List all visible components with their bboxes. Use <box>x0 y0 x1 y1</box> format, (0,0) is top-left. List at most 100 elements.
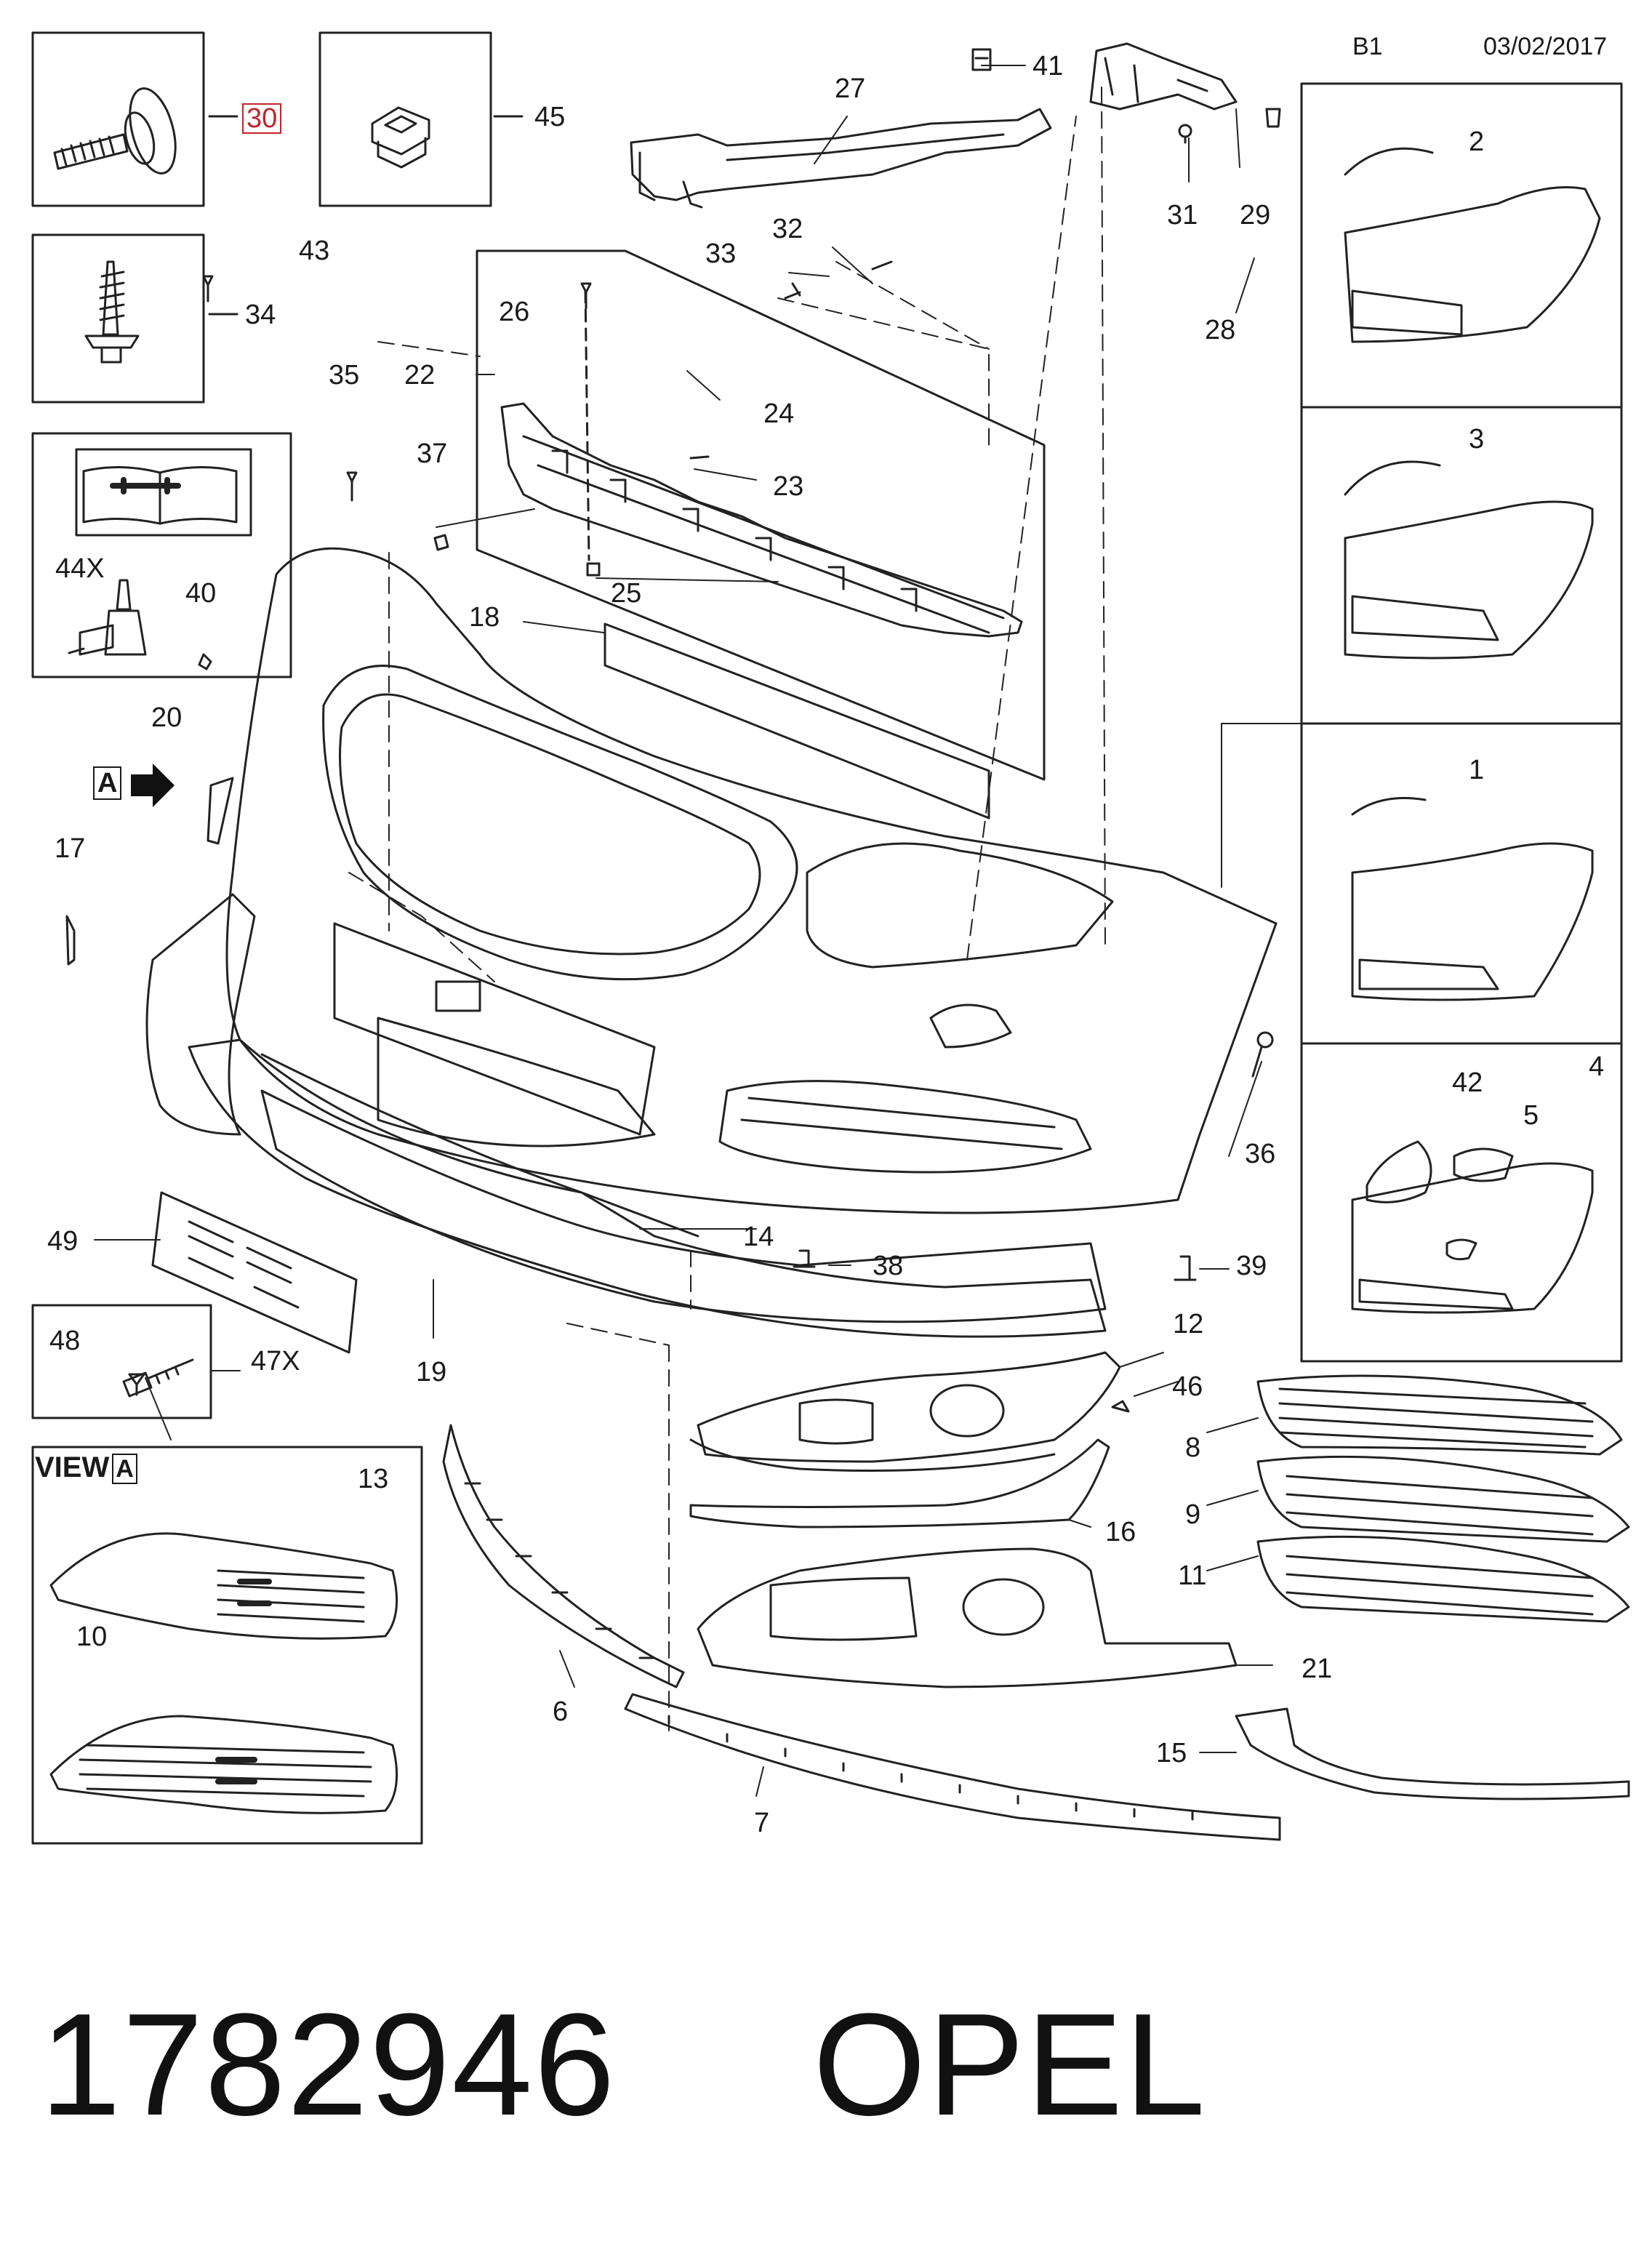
sheet-date: 03/02/2017 <box>1483 33 1608 60</box>
callout-49[interactable]: 49 <box>47 1226 79 1257</box>
callout-24[interactable]: 24 <box>763 398 795 429</box>
bezel-12 <box>689 1351 1121 1472</box>
callout-45[interactable]: 45 <box>534 102 566 132</box>
grille-9 <box>1256 1455 1630 1543</box>
callout-2[interactable]: 2 <box>1469 127 1485 157</box>
detail-box-30 <box>31 31 205 207</box>
callout-8[interactable]: 8 <box>1185 1432 1201 1463</box>
callout-16[interactable]: 16 <box>1105 1517 1136 1547</box>
bumper-fascia <box>145 547 1278 1338</box>
view-a-arrow-icon <box>131 764 175 807</box>
detail-box-manual <box>31 432 292 678</box>
callout-17[interactable]: 17 <box>55 833 86 864</box>
callout-20[interactable]: 20 <box>151 702 183 733</box>
callout-14[interactable]: 14 <box>743 1222 774 1252</box>
callout-11[interactable]: 11 <box>1178 1560 1207 1591</box>
bolt-icon <box>53 87 177 175</box>
screw-31-icon <box>1178 124 1192 144</box>
callout-39[interactable]: 39 <box>1236 1251 1267 1281</box>
callout-25[interactable]: 25 <box>611 578 642 609</box>
screw-48-icon <box>122 1358 194 1398</box>
callout-12[interactable]: 12 <box>1173 1309 1204 1339</box>
callout-48[interactable]: 48 <box>49 1326 81 1356</box>
lower-lip-14-19 <box>260 1053 1107 1323</box>
callout-42[interactable]: 42 <box>1452 1067 1483 1098</box>
callout-40[interactable]: 40 <box>185 578 217 609</box>
upper-bracket-27 <box>630 108 1052 209</box>
callout-41[interactable]: 41 <box>1032 51 1064 81</box>
callout-29[interactable]: 29 <box>1240 200 1271 231</box>
callout-31[interactable]: 31 <box>1167 200 1198 231</box>
callout-5[interactable]: 5 <box>1523 1100 1539 1131</box>
inset-boxes <box>1221 82 1623 1363</box>
callout-33[interactable]: 33 <box>705 239 737 269</box>
callout-38[interactable]: 38 <box>873 1251 904 1281</box>
callout-15[interactable]: 15 <box>1156 1738 1187 1768</box>
callout-26[interactable]: 26 <box>499 297 530 327</box>
dashed-assembly-lines <box>348 87 1106 1731</box>
callout-10[interactable]: 10 <box>76 1622 108 1652</box>
callout-34[interactable]: 34 <box>245 300 276 330</box>
small-fasteners <box>65 260 1274 1413</box>
callout-6[interactable]: 6 <box>553 1696 569 1727</box>
callout-18[interactable]: 18 <box>469 602 500 633</box>
callout-28[interactable]: 28 <box>1205 315 1236 345</box>
view-a-marker: A <box>112 1454 137 1484</box>
grille-11 <box>1256 1535 1630 1623</box>
brand-name: OPEL <box>813 1984 1207 2146</box>
inset-variant-3 <box>1344 460 1594 660</box>
clip-41-icon <box>971 48 992 71</box>
view-a-part-10 <box>49 1715 398 1814</box>
bracket-right-28 <box>1089 42 1238 111</box>
callout-19[interactable]: 19 <box>416 1357 447 1387</box>
callout-4[interactable]: 4 <box>1589 1051 1605 1082</box>
inset-variant-2 <box>1344 147 1601 343</box>
callout-9[interactable]: 9 <box>1185 1499 1201 1530</box>
manual-icon <box>82 465 238 525</box>
callout-37[interactable]: 37 <box>417 438 448 469</box>
callout-32[interactable]: 32 <box>772 214 803 244</box>
strip-7 <box>624 1693 1281 1841</box>
arrow-a-marker: A <box>93 766 122 800</box>
callout-1[interactable]: 1 <box>1469 755 1485 785</box>
callout-23[interactable]: 23 <box>773 471 804 502</box>
callout-13[interactable]: 13 <box>358 1464 389 1494</box>
view-a-title-text: VIEW <box>35 1451 110 1483</box>
sheet-label: B1 <box>1352 33 1383 60</box>
leader-lines <box>94 65 1273 1797</box>
callout-43[interactable]: 43 <box>299 236 330 266</box>
clip-nut-icon <box>371 106 430 169</box>
clip-29-icon <box>1265 108 1281 128</box>
strip-15 <box>1235 1707 1630 1800</box>
license-bracket-49 <box>151 1191 358 1354</box>
callout-46[interactable]: 46 <box>1172 1371 1203 1402</box>
callout-44x[interactable]: 44X <box>55 553 105 584</box>
detail-box-48 <box>31 1304 212 1419</box>
adhesive-bottle-icon <box>68 579 147 656</box>
callout-47x[interactable]: 47X <box>251 1346 300 1377</box>
callout-35[interactable]: 35 <box>329 360 360 390</box>
screw-icon <box>84 260 140 364</box>
callout-27[interactable]: 27 <box>835 73 866 104</box>
callout-36[interactable]: 36 <box>1245 1139 1276 1169</box>
absorber-18 <box>604 622 990 820</box>
bezel-21 <box>697 1547 1238 1688</box>
detail-box-45 <box>318 31 492 207</box>
callout-21[interactable]: 21 <box>1302 1654 1333 1684</box>
grille-8 <box>1256 1374 1623 1456</box>
detail-box-34 <box>31 233 205 404</box>
callout-3[interactable]: 3 <box>1469 424 1485 454</box>
inset-variant-4 <box>1351 1140 1594 1314</box>
callout-30[interactable]: 30 <box>242 103 282 134</box>
part-number: 1782946 <box>40 1984 617 2146</box>
arrow-a-label: A <box>93 766 122 800</box>
callout-22[interactable]: 22 <box>404 360 436 390</box>
strip-6 <box>442 1424 685 1688</box>
reinforcement-group-22 <box>476 249 1046 781</box>
view-a-box <box>31 1446 423 1845</box>
view-a-part-13 <box>49 1532 398 1640</box>
inset-variant-1 <box>1351 797 1594 1001</box>
callout-7[interactable]: 7 <box>754 1808 770 1838</box>
